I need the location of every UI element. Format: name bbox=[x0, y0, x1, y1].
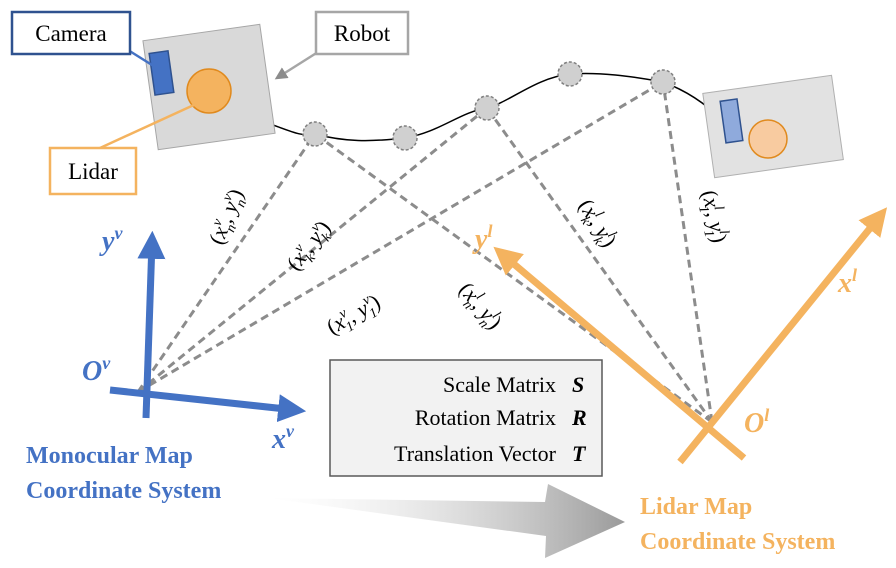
camera-sensor-left bbox=[148, 49, 175, 96]
robot-label: Robot bbox=[334, 21, 391, 46]
lidar-x-axis-label: xl bbox=[837, 265, 857, 299]
monocular-axes bbox=[109, 230, 307, 423]
keyframe-point bbox=[474, 95, 500, 121]
point-label-lk: (xlk, ylk) bbox=[570, 194, 623, 253]
lidar-label: Lidar bbox=[68, 159, 118, 184]
scale-matrix-label: Scale Matrix bbox=[443, 372, 556, 397]
lidar-system-title-line1: Lidar Map bbox=[640, 494, 752, 520]
lidar-axes bbox=[493, 207, 888, 465]
mono-origin-label: Ov bbox=[82, 353, 111, 387]
point-label-asup: l bbox=[710, 205, 726, 212]
translation-vector-symbol: T bbox=[572, 441, 587, 466]
lidar-system-title-line2: Coordinate System bbox=[640, 529, 835, 555]
lidar-sensor-left bbox=[186, 68, 232, 114]
keyframe-point bbox=[302, 121, 328, 147]
rotation-matrix-symbol: R bbox=[571, 405, 587, 430]
point-label-l1: (xl1, yl1) bbox=[692, 188, 732, 246]
keyframe-point bbox=[557, 61, 583, 87]
mono-x-axis-label: xv bbox=[271, 421, 295, 455]
point-label-bsup: l bbox=[716, 229, 732, 236]
robot-callout-line bbox=[274, 50, 319, 80]
keyframe-point bbox=[392, 125, 418, 151]
translation-vector-label: Translation Vector bbox=[394, 441, 557, 466]
point-label-sep: , bbox=[701, 208, 728, 224]
robot-left bbox=[142, 23, 276, 151]
camera-sensor-right bbox=[719, 98, 744, 144]
lidar-sensor-right bbox=[748, 119, 788, 159]
camera-callout-line bbox=[127, 48, 164, 73]
lidar-origin-label: Ol bbox=[744, 405, 769, 439]
mono-y-axis-label: yv bbox=[99, 223, 123, 257]
point-label-asub: 1 bbox=[695, 205, 711, 215]
point-label-ln: (xln, yln) bbox=[450, 277, 507, 337]
monocular-system-title-line2: Coordinate System bbox=[26, 478, 221, 504]
point-label-asup: l bbox=[591, 209, 606, 220]
rotation-matrix-label: Rotation Matrix bbox=[415, 405, 556, 430]
robot-callout-box bbox=[314, 10, 410, 56]
lidar-callout-box bbox=[48, 146, 138, 196]
point-label-vn: (xvn, yvn) bbox=[203, 185, 252, 250]
robot-right bbox=[702, 74, 844, 179]
point-label-v1: (xv1, yv1) bbox=[322, 289, 387, 344]
camera-label: Camera bbox=[35, 21, 107, 46]
transform-box bbox=[329, 359, 603, 477]
trajectory-points bbox=[302, 61, 676, 151]
point-labels: (xvn, yvn) (xvk, yvk) (xv1, yv1) (xln, y… bbox=[203, 185, 732, 344]
keyframe-point bbox=[650, 69, 676, 95]
point-label-bsub: 1 bbox=[700, 229, 716, 239]
transform-arrow bbox=[268, 484, 625, 558]
camera-callout-box bbox=[10, 10, 132, 56]
lidar-y-axis-label: yl bbox=[472, 221, 492, 255]
point-label-bsup: l bbox=[604, 229, 619, 240]
monocular-system-title-line1: Monocular Map bbox=[26, 443, 193, 469]
lidar-callout-line bbox=[99, 102, 197, 150]
scale-matrix-symbol: S bbox=[572, 372, 584, 397]
